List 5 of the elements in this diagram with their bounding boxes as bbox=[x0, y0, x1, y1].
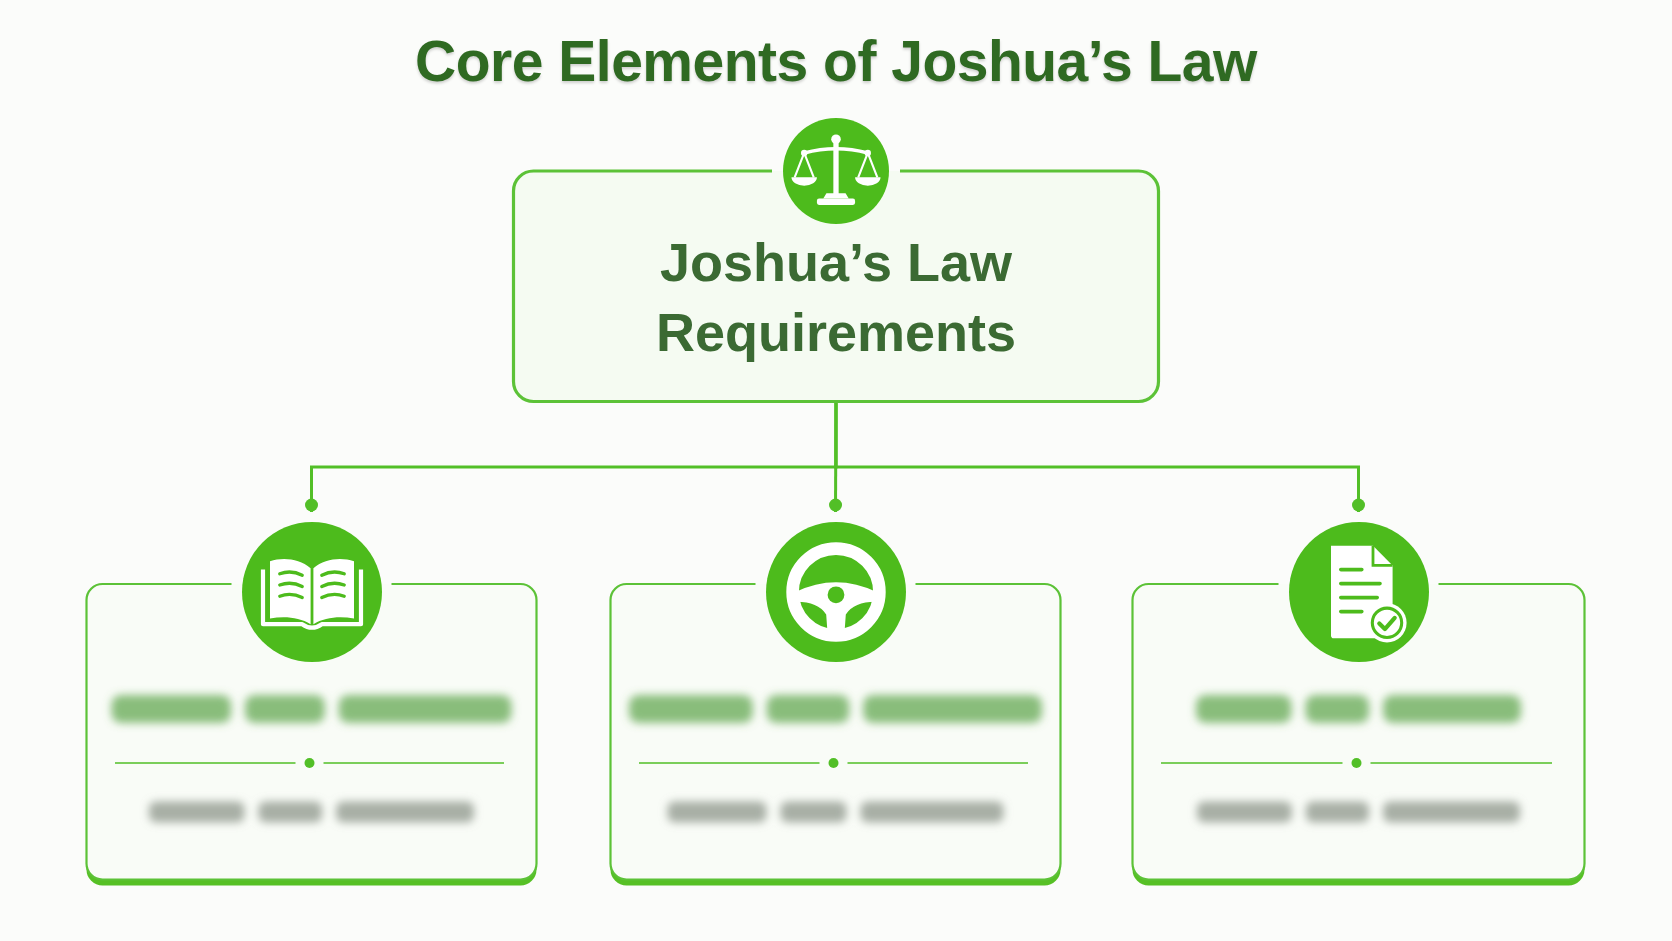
node-title: Joshua’s Law Requirements bbox=[654, 231, 1018, 364]
header-card bbox=[512, 118, 1160, 403]
diagram-title: Core Elements of Joshua’s Law bbox=[415, 28, 1257, 95]
connector-line bbox=[829, 403, 843, 512]
connector-line bbox=[834, 403, 1365, 512]
